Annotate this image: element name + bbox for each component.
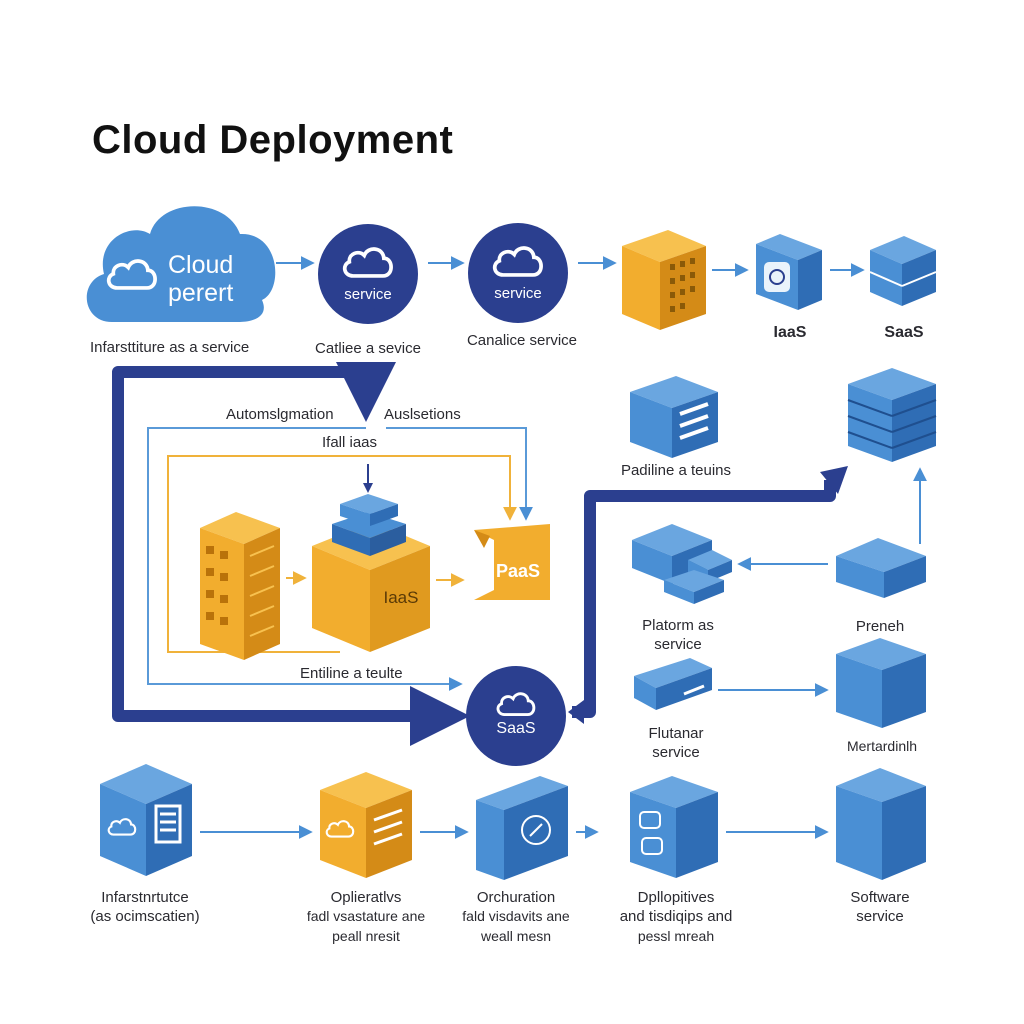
building-cube <box>622 230 706 330</box>
bottom-caption-3-line-3: weall mesn <box>480 928 552 944</box>
flutanar-caption-2: service <box>652 744 700 761</box>
bottom-caption-2-line-1: Oplieratlvs <box>330 889 402 906</box>
flutanar-tray <box>634 658 712 710</box>
service-circle-1-text: service <box>344 286 392 303</box>
saas-circle-text: SaaS <box>496 720 536 737</box>
padiline-cube <box>630 376 718 458</box>
service-circle-2-text: service <box>494 285 542 302</box>
document-lines-icon <box>373 808 403 846</box>
page-title: Cloud Deployment <box>92 118 454 162</box>
bottom-caption-4-line-2: and tisdiqips and <box>619 908 733 925</box>
mertardin-caption: Mertardinlh <box>846 738 918 754</box>
bottom-caption-4-line-3: pessl mreah <box>637 928 715 944</box>
service-circle-2-caption: Canalice service <box>466 332 578 349</box>
paas-box-text: PaaS <box>495 561 541 581</box>
saas-circle <box>466 666 566 766</box>
cloud-icon <box>86 206 276 322</box>
bottom-caption-1-line-1: Infarstnrtutce <box>101 889 189 906</box>
bottom-cube-2 <box>320 772 412 878</box>
server-stack <box>847 368 937 462</box>
bottom-caption-2-line-2: fadl vsastature ane <box>306 908 426 924</box>
preneh-caption: Preneh <box>855 618 905 635</box>
service-circle-1 <box>318 224 418 324</box>
bottom-cube-3 <box>476 776 568 880</box>
mertardin-cube <box>836 638 926 728</box>
bottom-cube-4 <box>630 776 718 878</box>
server-rack <box>200 512 280 660</box>
automation-label: Automslgmation <box>226 406 334 423</box>
blue-frame-line-right <box>386 427 533 521</box>
service-circle-2 <box>468 223 568 323</box>
platform-caption-2: service <box>654 636 702 653</box>
document-lines-icon <box>154 804 182 844</box>
bottom-caption-5-line-1: Software <box>850 889 910 906</box>
cloud-caption: Infarsttiture as a service <box>90 339 250 356</box>
ausletions-label: Auslsetions <box>384 406 461 423</box>
iaas-caption: IaaS <box>773 324 807 341</box>
ifall-label: Ifall iaas <box>322 434 378 451</box>
iaas-cube <box>756 234 822 310</box>
bottom-caption-3-line-2: fald visdavits ane <box>462 908 570 924</box>
blue-frame-line <box>147 427 463 691</box>
padiline-caption: Padiline a teuins <box>620 462 732 479</box>
cloud-badge-text-2: perert <box>168 279 234 307</box>
service-circle-1-caption: Catliee a sevice <box>315 340 421 357</box>
document-lines-icon <box>679 402 709 440</box>
platform-caption-1: Platorm as <box>642 617 714 634</box>
bottom-caption-5-line-2: service <box>856 908 904 925</box>
flutanar-caption-1: Flutanar <box>648 725 704 742</box>
server-rack-icon <box>670 258 695 312</box>
bottom-caption-2-line-3: peall nresit <box>332 928 400 944</box>
paas-card <box>474 524 550 600</box>
preneh-slab <box>836 538 926 598</box>
entiline-label: Entiline a teulte <box>300 665 403 682</box>
lock-icon <box>769 269 785 285</box>
iaas-big-cube <box>312 494 430 652</box>
bottom-caption-1-line-2: (as ocimscatien) <box>90 908 200 925</box>
bottom-cube-5 <box>836 768 926 880</box>
platform-blocks <box>632 524 732 604</box>
stacked-cube-icon <box>332 494 406 556</box>
orange-frame-line-right <box>380 455 517 521</box>
cloud-badge-text-1: Cloud <box>168 251 234 279</box>
iaas-box-text: IaaS <box>383 588 419 607</box>
bottom-caption-3-line-1: Orchuration <box>476 889 556 906</box>
saas-stack-cube <box>869 236 937 306</box>
top-row-arrows <box>276 256 865 277</box>
bottom-caption-4-line-1: Dpllopitives <box>637 889 715 906</box>
wrench-icon <box>521 815 551 845</box>
saas-caption: SaaS <box>884 324 924 341</box>
bottom-cube-1 <box>100 764 192 876</box>
cloud-badge <box>86 206 276 322</box>
